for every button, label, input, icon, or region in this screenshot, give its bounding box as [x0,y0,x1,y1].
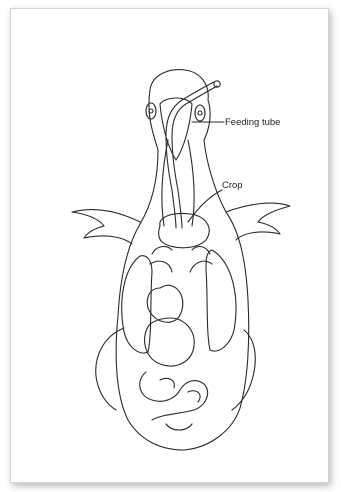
right-wing [226,203,290,240]
intestines [140,372,208,420]
crop [159,214,209,248]
feeding-tube [172,86,217,228]
vent-area [166,424,192,430]
right-leg [232,330,255,410]
liver-right [206,250,236,351]
left-leg [96,328,124,410]
gizzard [145,318,195,366]
beak [160,98,192,160]
crop-label: Crop [222,180,243,191]
right-eye-pupil [198,111,202,115]
left-eye [146,103,156,119]
right-eye [195,105,205,121]
left-wing [72,210,140,244]
heart [147,285,183,322]
lungs [150,247,212,272]
feeding-tube-label: Feeding tube [225,117,280,128]
